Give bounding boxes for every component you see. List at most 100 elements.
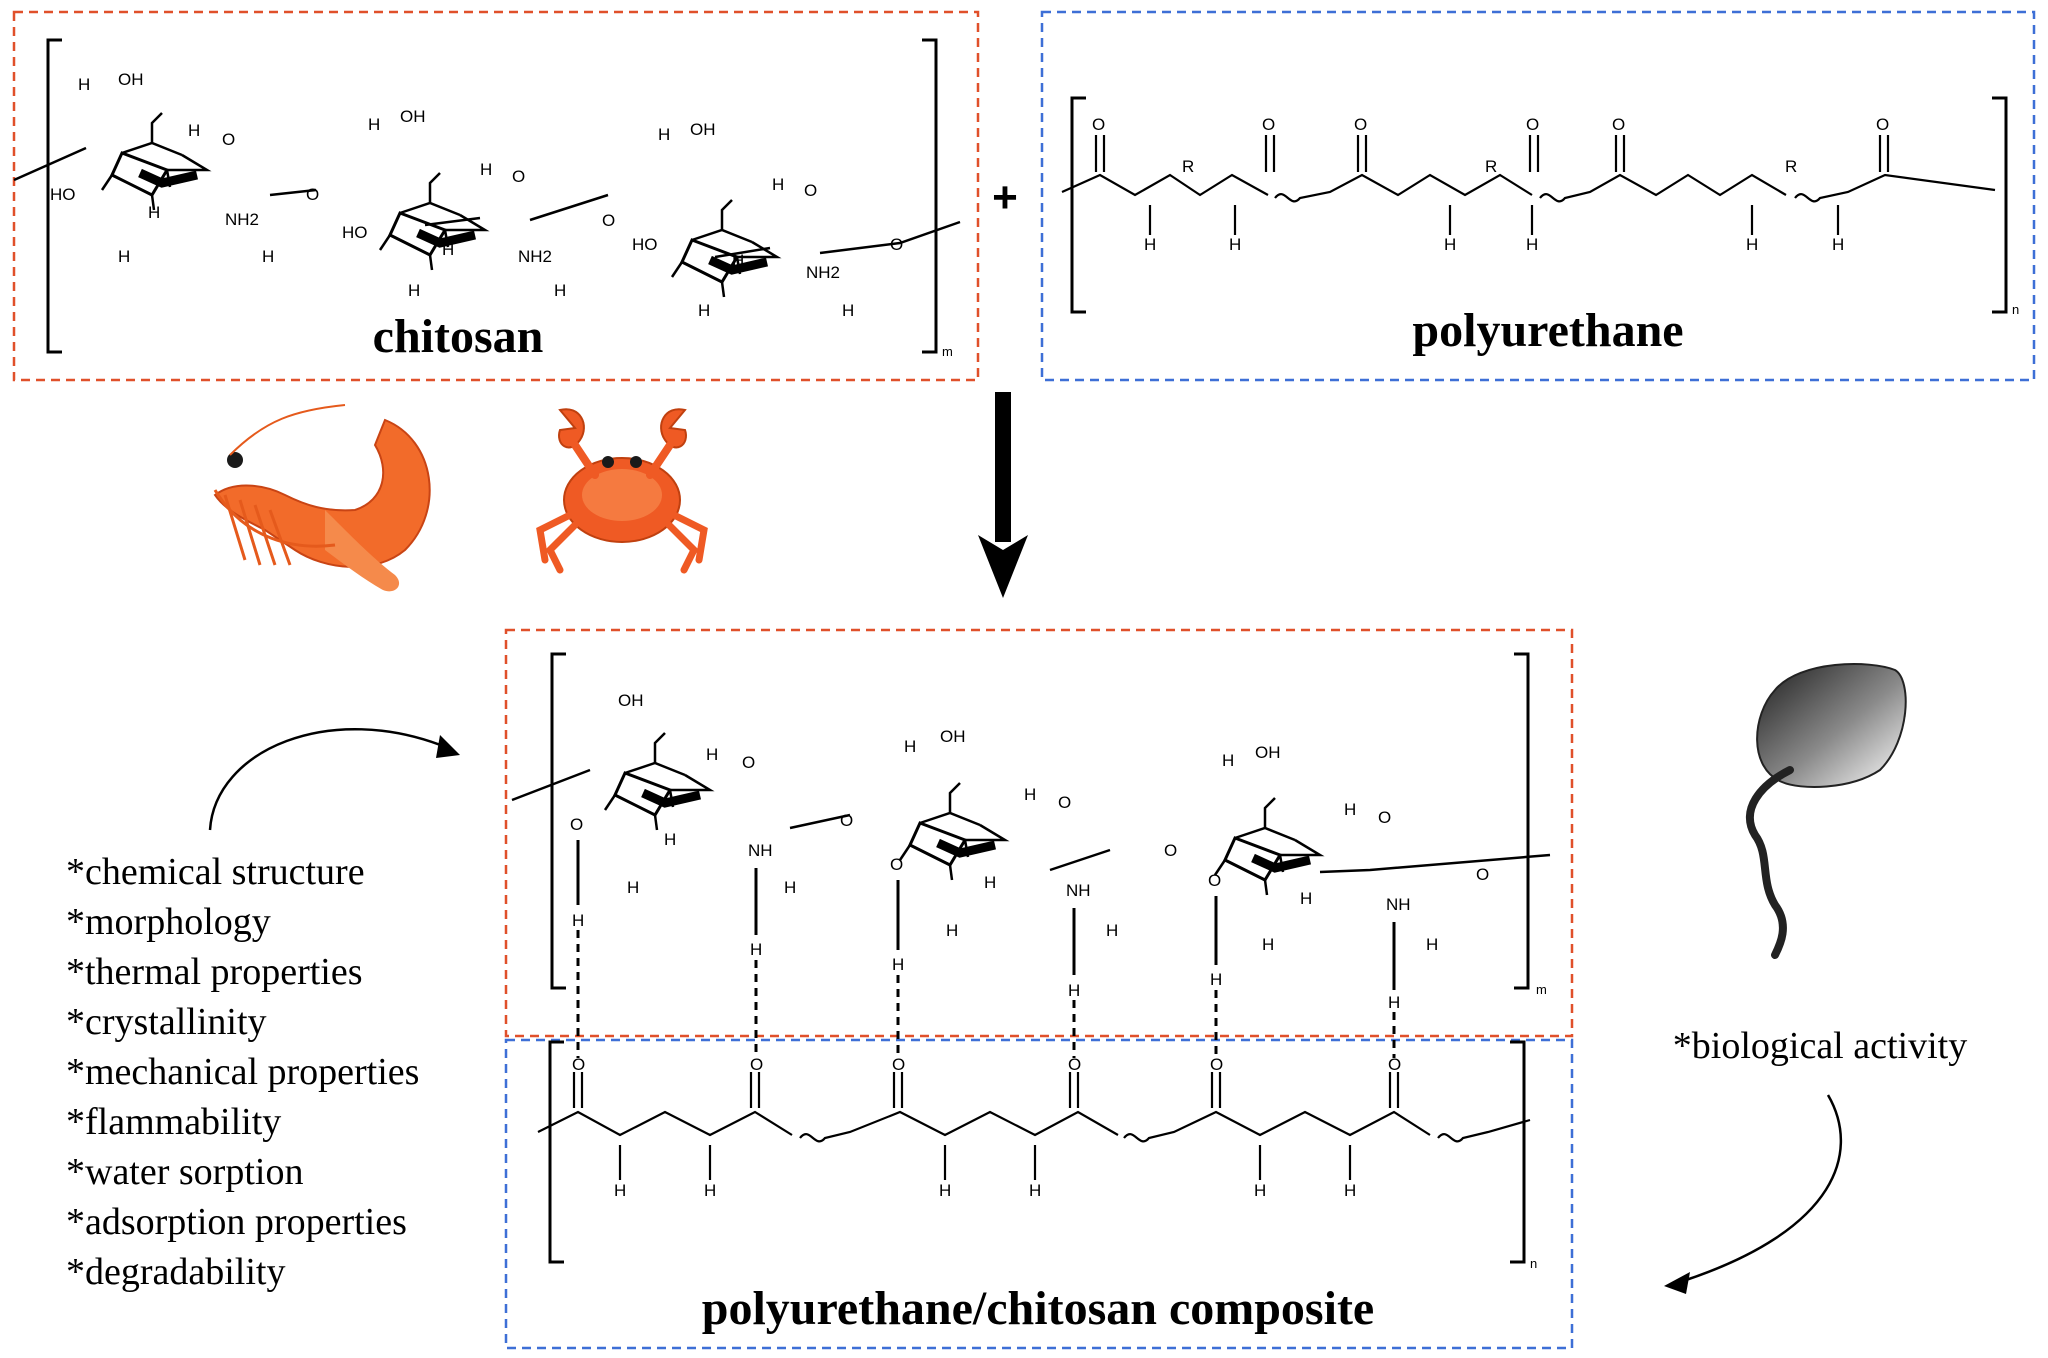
polyurethane-frame <box>1040 10 2036 382</box>
atom-h: H <box>946 921 958 940</box>
atom-oh: OH <box>940 727 966 746</box>
atom-o: O <box>1210 1055 1223 1074</box>
atom-r: R <box>1182 157 1194 176</box>
biological-activity-label: *biological activity <box>1673 1025 1967 1067</box>
property-item: *adsorption properties <box>66 1201 407 1243</box>
atom-h: H <box>984 873 996 892</box>
composite-subscript-n: n <box>1530 1256 1537 1271</box>
atom-oh: OH <box>1255 743 1281 762</box>
atom-h: H <box>1344 800 1356 819</box>
atom-h: H <box>572 911 584 930</box>
atom-h: H <box>78 75 90 94</box>
atom-nh: NH <box>1066 881 1091 900</box>
atom-h: H <box>442 240 454 259</box>
atom-h: H <box>1832 235 1844 254</box>
atom-h: H <box>1746 235 1758 254</box>
composite-subscript-m: m <box>1536 982 1547 997</box>
atom-o: O <box>1526 115 1539 134</box>
atom-o: O <box>890 855 903 874</box>
atom-o: O <box>572 1055 585 1074</box>
atom-o: O <box>1262 115 1275 134</box>
atom-h: H <box>750 940 762 959</box>
down-arrow <box>978 392 1028 598</box>
polyurethane-box: n O O O O O O R R R H H H H H H polyuret… <box>1040 10 2036 382</box>
atom-o: O <box>1208 871 1221 890</box>
chitosan-box: m OH H H O HO H NH2 H <box>12 10 980 382</box>
shrimp-icon <box>213 404 431 592</box>
atom-o: O <box>840 811 853 830</box>
chitosan-left-bracket <box>46 38 62 354</box>
atom-o: O <box>1476 865 1489 884</box>
atom-o: O <box>890 235 903 254</box>
composite-bottom-right-bracket <box>1510 1040 1526 1264</box>
pu-atoms: O O O O O O R R R H H H H H H <box>1092 115 1889 254</box>
atom-h: H <box>1068 981 1080 1000</box>
atom-h: H <box>1426 935 1438 954</box>
property-item: *flammability <box>66 1101 281 1143</box>
hydrogen-bonds <box>576 840 1396 1058</box>
atom-nh2: NH2 <box>806 263 840 282</box>
pu-right-bracket <box>1992 96 2008 314</box>
atom-h: H <box>732 251 744 270</box>
atom-nh2: NH2 <box>225 210 259 229</box>
atom-h: H <box>1444 235 1456 254</box>
atom-o: O <box>1068 1055 1081 1074</box>
property-item: *crystallinity <box>66 1001 267 1043</box>
atom-h: H <box>627 878 639 897</box>
atom-h: H <box>772 175 784 194</box>
atom-h: H <box>1254 1181 1266 1200</box>
atom-h: H <box>704 1181 716 1200</box>
composite-top-left-bracket <box>550 652 566 990</box>
atom-h: H <box>892 955 904 974</box>
chitosan-structure: m OH H H O HO H NH2 H <box>13 38 961 359</box>
atom-h: H <box>1106 921 1118 940</box>
atom-o: O <box>1876 115 1889 134</box>
chitosan-right-bracket <box>922 38 938 354</box>
atom-h: H <box>1024 785 1036 804</box>
right-curved-arrow <box>1664 1094 1842 1294</box>
bacterium-icon <box>1746 663 1907 959</box>
property-item: *degradability <box>66 1251 285 1293</box>
plus-sign: + <box>992 173 1018 222</box>
atom-h: H <box>148 203 160 222</box>
atom-o: O <box>804 181 817 200</box>
atom-h: H <box>368 115 380 134</box>
atom-h: H <box>118 247 130 266</box>
atom-nh: NH <box>748 841 773 860</box>
property-item: *chemical structure <box>66 851 365 893</box>
crab-icon <box>536 408 708 574</box>
atom-h: H <box>658 125 670 144</box>
chitosan-frame <box>12 10 980 382</box>
atom-oh: OH <box>690 120 716 139</box>
atom-h: H <box>904 737 916 756</box>
atom-h: H <box>188 121 200 140</box>
atom-oh: OH <box>118 70 144 89</box>
atom-h: H <box>480 160 492 179</box>
atom-oh: OH <box>618 691 644 710</box>
pu-subscript: n <box>2012 302 2019 317</box>
atom-ho: HO <box>50 185 76 204</box>
property-item: *mechanical properties <box>66 1051 419 1093</box>
atom-h: H <box>664 830 676 849</box>
property-item: *thermal properties <box>66 951 363 993</box>
polyurethane-title: polyurethane <box>1412 304 1683 357</box>
chitosan-title: chitosan <box>373 310 544 363</box>
atom-h: H <box>939 1181 951 1200</box>
atom-o: O <box>1354 115 1367 134</box>
atom-h: H <box>842 301 854 320</box>
atom-h: H <box>1229 235 1241 254</box>
atom-h: H <box>614 1181 626 1200</box>
atom-ho: HO <box>632 235 658 254</box>
atom-oh: OH <box>400 107 426 126</box>
atom-h: H <box>706 745 718 764</box>
atom-o: O <box>1388 1055 1401 1074</box>
composite-box: m n OH H O O H NH H H O OH H H O O H NH … <box>504 628 1574 1350</box>
atom-h: H <box>1526 235 1538 254</box>
atom-o: O <box>1612 115 1625 134</box>
atom-h: H <box>698 301 710 320</box>
pu-chain <box>1061 135 1996 235</box>
atom-r: R <box>1485 157 1497 176</box>
atom-r: R <box>1785 157 1797 176</box>
atom-o: O <box>1164 841 1177 860</box>
left-curved-arrow <box>208 727 460 831</box>
